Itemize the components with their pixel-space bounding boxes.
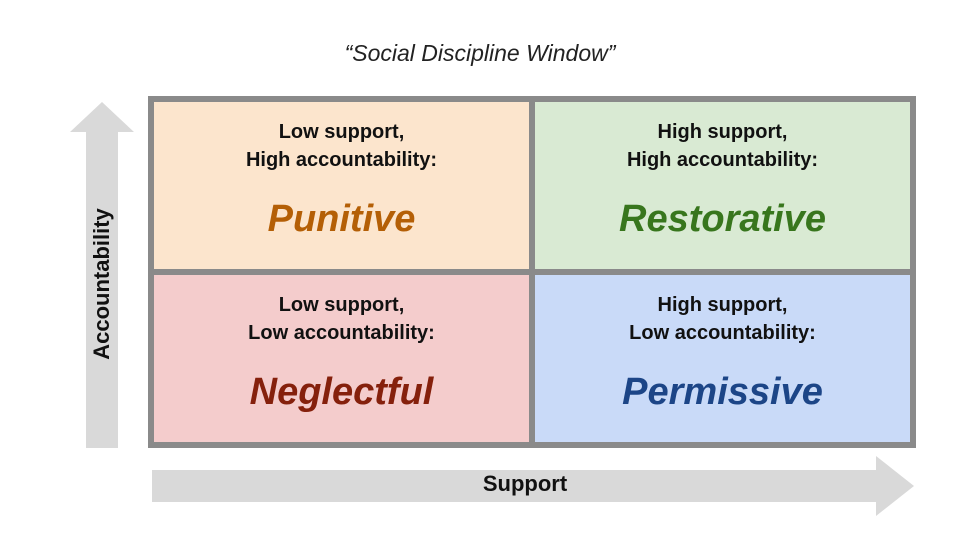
- accountability-arrow-shape: [70, 102, 134, 448]
- support-arrow-shape: [152, 456, 914, 516]
- quadrant-name: Restorative: [619, 198, 826, 240]
- quadrant-description-line2: Low accountability:: [629, 322, 816, 344]
- quadrant-restorative: High support, High accountability: Resto…: [535, 102, 910, 269]
- quadrant-description-line1: Low support,: [278, 294, 405, 316]
- quadrant-neglectful: Low support, Low accountability: Neglect…: [154, 275, 529, 442]
- quadrant-description-line1: Low support,: [278, 121, 405, 143]
- quadrant-name: Punitive: [267, 198, 416, 240]
- support-arrow: [152, 456, 914, 516]
- x-axis-label: Support: [482, 471, 568, 496]
- quadrant-description: Low support, Low accountability:: [154, 291, 529, 347]
- quadrant-name: Neglectful: [249, 371, 434, 413]
- quadrant-name: Permissive: [622, 371, 823, 413]
- quadrant-punitive: Low support, High accountability: Puniti…: [154, 102, 529, 269]
- quadrant-description-line2: High accountability:: [245, 149, 438, 171]
- quadrant-description-line2: High accountability:: [626, 149, 819, 171]
- quadrant-description: High support, High accountability:: [535, 118, 910, 174]
- quadrant-description: High support, Low accountability:: [535, 291, 910, 347]
- quadrant-description: Low support, High accountability:: [154, 118, 529, 174]
- quadrant-grid: Low support, High accountability: Puniti…: [148, 96, 916, 448]
- quadrant-permissive: High support, Low accountability: Permis…: [535, 275, 910, 442]
- y-axis-label: Accountability: [89, 208, 114, 360]
- diagram-title: “Social Discipline Window”: [344, 40, 616, 66]
- quadrant-description-line1: High support,: [657, 294, 788, 316]
- quadrant-description-line1: High support,: [657, 121, 788, 143]
- quadrant-description-line2: Low accountability:: [248, 322, 435, 344]
- accountability-arrow: [70, 102, 134, 448]
